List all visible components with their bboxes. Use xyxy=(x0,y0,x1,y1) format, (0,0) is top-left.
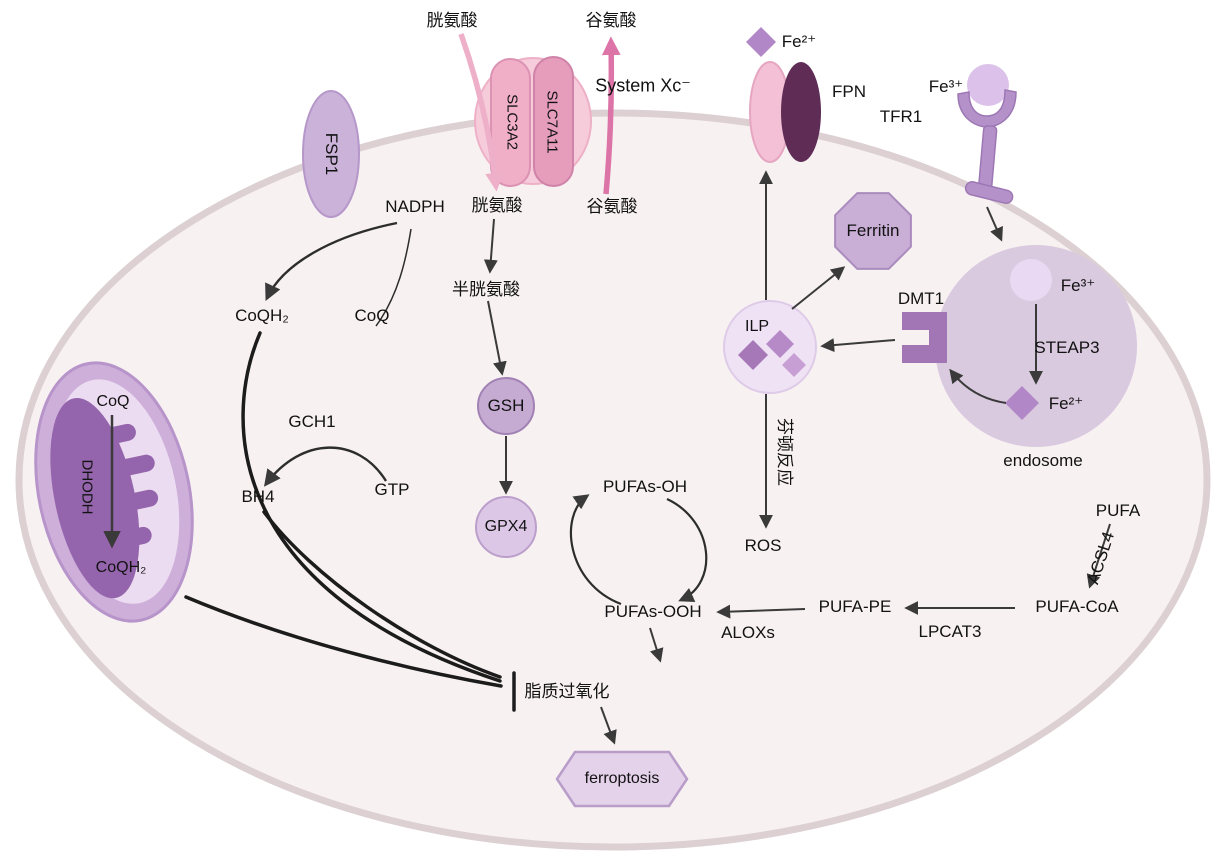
label-cysteine: 半胱氨酸 xyxy=(452,280,520,300)
tfr1-receptor-shape xyxy=(957,64,1017,204)
label-gtp: GTP xyxy=(374,480,410,500)
label-dhodh: DHODH xyxy=(78,459,96,515)
label-bh4: BH4 xyxy=(241,487,275,507)
label-tfr1: TFR1 xyxy=(879,107,923,127)
gpx4-circle xyxy=(475,496,537,558)
label-ferritin: Ferritin xyxy=(846,221,900,241)
label-fe3-extracellular: Fe³⁺ xyxy=(928,77,964,97)
label-slc7a11: SLC7A11 xyxy=(543,90,561,154)
label-fenton-reaction: 芬顿反应 xyxy=(774,418,794,486)
labile-iron-pool-shape xyxy=(723,300,817,394)
cycle-arcs xyxy=(263,221,708,606)
label-lipid-peroxidation: 脂质过氧化 xyxy=(524,682,610,702)
label-mito-coq: CoQ xyxy=(96,392,130,410)
label-nadph: NADPH xyxy=(385,197,445,217)
label-ferroptosis: ferroptosis xyxy=(584,769,660,787)
label-coq: CoQ xyxy=(354,306,390,326)
label-cystine-intracellular: 胱氨酸 xyxy=(471,196,523,216)
label-aloxs: ALOXs xyxy=(721,623,775,643)
pathway-arrows xyxy=(103,170,1111,745)
label-gpx4: GPX4 xyxy=(484,517,528,535)
label-steap3: STEAP3 xyxy=(1034,338,1100,358)
system-xc-transporter-shape xyxy=(474,56,592,187)
label-gch1: GCH1 xyxy=(288,412,336,432)
label-lpcat3: LPCAT3 xyxy=(918,622,982,642)
dmt1-shape xyxy=(902,312,947,363)
label-endosome: endosome xyxy=(1003,451,1083,471)
label-fpn: FPN xyxy=(832,82,866,102)
fe2-endosome-diamond xyxy=(1005,386,1039,420)
label-pufa: PUFA xyxy=(1095,501,1141,521)
label-fe2-endosome: Fe²⁺ xyxy=(1048,394,1084,414)
label-mito-coqh2: CoQH₂ xyxy=(95,558,147,576)
label-pufa-coa: PUFA-CoA xyxy=(1035,597,1119,617)
label-pufas-ooh: PUFAs-OOH xyxy=(604,602,702,622)
ferritin-shape xyxy=(834,192,912,270)
label-pufa-pe: PUFA-PE xyxy=(818,597,892,617)
glutamate-export-arrow xyxy=(601,36,621,195)
label-fe2-export: Fe²⁺ xyxy=(781,32,817,52)
mitochondria-shape xyxy=(34,361,194,623)
label-glutamate-intracellular: 谷氨酸 xyxy=(586,197,638,217)
label-system-xc: System Xc⁻ xyxy=(595,75,691,96)
label-slc3a2: SLC3A2 xyxy=(503,94,521,150)
label-gsh: GSH xyxy=(487,396,525,416)
fpn-transporter-shape xyxy=(749,61,821,163)
fsp1-enzyme-shape xyxy=(302,90,360,218)
ferroptosis-hexagon xyxy=(555,750,689,808)
label-cystine-extracellular: 胱氨酸 xyxy=(426,11,478,31)
label-fsp1: FSP1 xyxy=(321,132,341,176)
fe3-endosome-ball xyxy=(1010,259,1052,301)
cystine-import-arrow xyxy=(458,33,504,192)
label-fe3-endosome: Fe³⁺ xyxy=(1060,276,1096,296)
label-ros: ROS xyxy=(744,536,782,556)
label-pufas-oh: PUFAs-OH xyxy=(602,477,688,497)
inhibition-lines xyxy=(184,331,516,712)
label-coqh2: CoQH₂ xyxy=(235,306,289,326)
label-glutamate-extracellular: 谷氨酸 xyxy=(585,11,637,31)
label-ilp: ILP xyxy=(744,317,770,335)
gsh-circle xyxy=(477,377,535,435)
fe2-export-diamond xyxy=(746,27,776,57)
label-dmt1: DMT1 xyxy=(897,289,945,309)
